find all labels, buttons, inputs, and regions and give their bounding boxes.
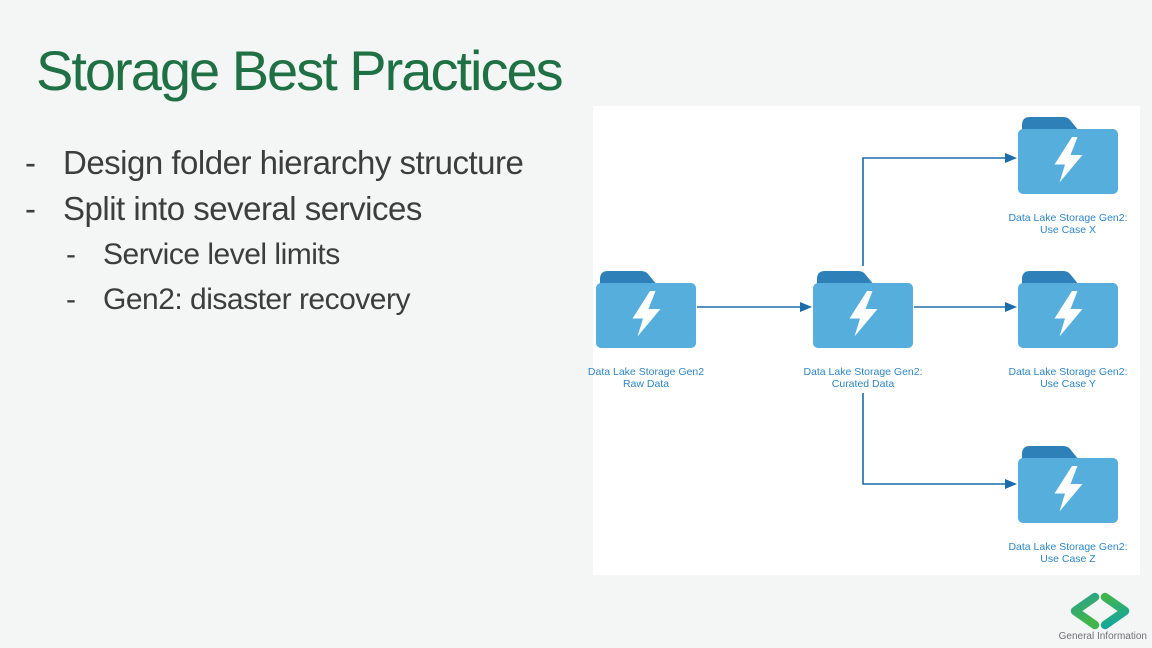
folder-lightning-icon xyxy=(596,270,696,348)
bullet-dash: - xyxy=(25,144,36,181)
node-label-line2: Use Case Y xyxy=(1040,378,1096,390)
footer-label: General Information xyxy=(1058,631,1147,642)
slide-title: Storage Best Practices xyxy=(36,39,564,102)
node-label-line2: Use Case Z xyxy=(1040,553,1096,565)
bullet-text: Design folder hierarchy structure xyxy=(63,144,524,181)
folder-lightning-icon xyxy=(1018,445,1118,523)
node-label: Data Lake Storage Gen2: Curated Data xyxy=(783,366,943,390)
folder-lightning-icon xyxy=(1018,116,1118,194)
folder-lightning-icon xyxy=(1018,270,1118,348)
diagram-connectors xyxy=(697,153,1017,489)
bullet-dash: - xyxy=(66,238,76,271)
node-label: Data Lake Storage Gen2 Raw Data xyxy=(566,366,726,390)
node-label-line1: Data Lake Storage Gen2: xyxy=(803,366,923,378)
node-raw-data: Data Lake Storage Gen2 Raw Data xyxy=(588,270,704,390)
left-chevron-icon xyxy=(1070,592,1100,630)
bullet-list: - Design folder hierarchy structure - Sp… xyxy=(25,140,524,322)
bullet-text: Gen2: disaster recovery xyxy=(103,283,410,316)
bullet-dash: - xyxy=(66,283,76,316)
bullet-dash: - xyxy=(25,190,36,227)
edge-curated-to-use-case-x xyxy=(862,153,1017,266)
bullet-item: - Split into several services xyxy=(25,186,523,232)
node-label: Data Lake Storage Gen2: Use Case Z xyxy=(988,541,1148,565)
node-use-case-y: Data Lake Storage Gen2: Use Case Y xyxy=(1008,270,1128,390)
node-label: Data Lake Storage Gen2: Use Case X xyxy=(988,212,1148,236)
node-label-line1: Data Lake Storage Gen2 xyxy=(587,366,705,378)
bullet-sub-item: - Service level limits xyxy=(66,232,523,277)
code-brackets-logo xyxy=(1070,592,1130,630)
node-use-case-x: Data Lake Storage Gen2: Use Case X xyxy=(1008,116,1128,236)
node-label: Data Lake Storage Gen2: Use Case Y xyxy=(988,366,1148,390)
bullet-sub-item: - Gen2: disaster recovery xyxy=(66,277,523,322)
node-curated-data: Data Lake Storage Gen2: Curated Data xyxy=(803,270,923,390)
folder-lightning-icon xyxy=(813,270,913,348)
node-use-case-z: Data Lake Storage Gen2: Use Case Z xyxy=(1008,445,1128,565)
bullet-item: - Design folder hierarchy structure xyxy=(25,140,524,186)
node-label-line1: Data Lake Storage Gen2: xyxy=(1008,541,1128,553)
bullet-text: Service level limits xyxy=(103,238,340,271)
node-label-line2: Curated Data xyxy=(831,378,895,390)
node-label-line2: Raw Data xyxy=(622,378,670,390)
diagram-panel: Data Lake Storage Gen2 Raw Data Data Lak… xyxy=(588,106,1140,575)
node-label-line2: Use Case X xyxy=(1039,224,1097,236)
edge-curated-to-use-case-z xyxy=(862,393,1017,489)
node-label-line1: Data Lake Storage Gen2: xyxy=(1008,212,1128,224)
node-label-line1: Data Lake Storage Gen2: xyxy=(1008,366,1128,378)
right-chevron-icon xyxy=(1100,592,1130,630)
bullet-text: Split into several services xyxy=(63,190,422,227)
